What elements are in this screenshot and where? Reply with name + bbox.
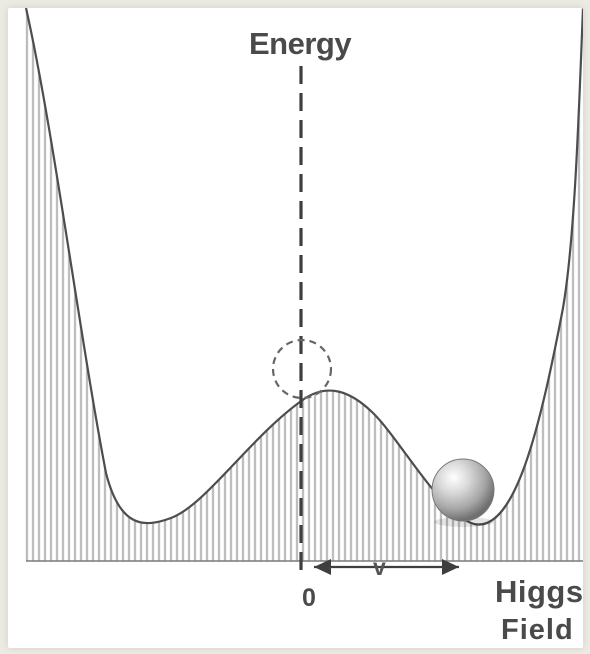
origin-label: 0	[302, 586, 316, 611]
higgs-potential-diagram: Energy 0 v Higgs Field	[8, 8, 583, 648]
vacuum-expectation-label: v	[373, 556, 386, 579]
potential-plot	[8, 8, 583, 648]
potential-fill	[26, 8, 583, 561]
energy-axis-label: Energy	[249, 28, 351, 59]
higgs-field-label-line2: Field	[501, 616, 574, 645]
higgs-field-label-line1: Higgs	[495, 576, 583, 607]
